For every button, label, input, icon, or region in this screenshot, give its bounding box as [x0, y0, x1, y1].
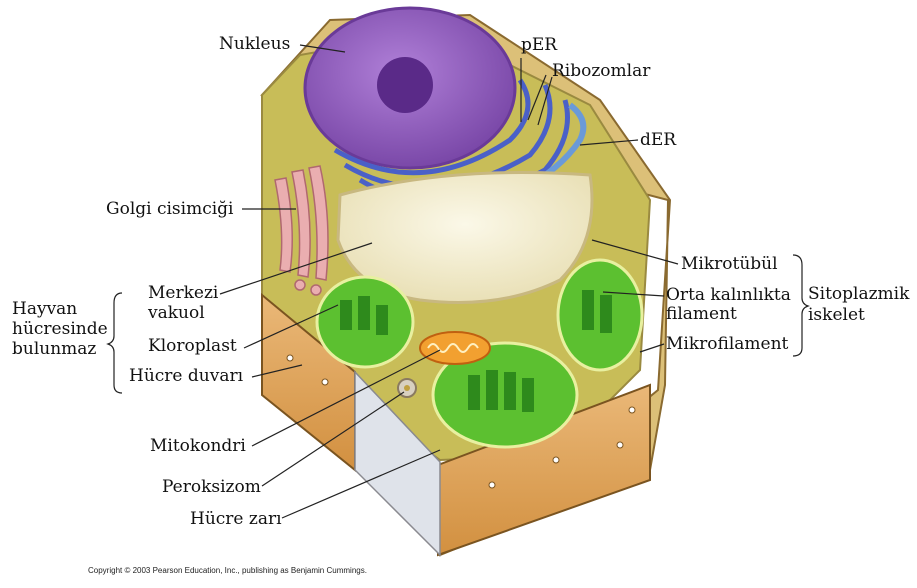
label-cytoskeleton-2: iskelet: [808, 306, 865, 325]
label-cell-wall: Hücre duvarı: [129, 367, 243, 386]
label-microtubule: Mikrotübül: [681, 255, 778, 274]
label-mitochondrion: Mitokondri: [150, 437, 246, 456]
label-intermediate-filament-2: filament: [666, 305, 737, 324]
label-microfilament: Mikrofilament: [666, 335, 788, 354]
label-ribosomes: Ribozomlar: [552, 62, 650, 81]
mitochondrion: [420, 332, 490, 364]
label-nucleus: Nukleus: [219, 35, 290, 54]
label-plasma-membrane: Hücre zarı: [190, 510, 282, 529]
label-not-in-animal-3: bulunmaz: [12, 340, 96, 359]
label-central-vacuole-2: vakuol: [148, 304, 205, 323]
label-not-in-animal-1: Hayvan: [12, 300, 77, 319]
label-central-vacuole-1: Merkezi: [148, 284, 218, 303]
label-not-in-animal-2: hücresinde: [12, 320, 108, 339]
label-der: dER: [640, 131, 676, 150]
label-cytoskeleton-1: Sitoplazmik: [808, 285, 909, 304]
label-intermediate-filament-1: Orta kalınlıkta: [666, 286, 791, 305]
label-peroxisome: Peroksizom: [162, 478, 261, 497]
copyright-notice: Copyright © 2003 Pearson Education, Inc.…: [88, 566, 367, 575]
label-chloroplast: Kloroplast: [148, 337, 237, 356]
label-per: pER: [521, 36, 557, 55]
nucleus: [305, 8, 515, 168]
label-golgi: Golgi cisimciği: [106, 200, 234, 219]
